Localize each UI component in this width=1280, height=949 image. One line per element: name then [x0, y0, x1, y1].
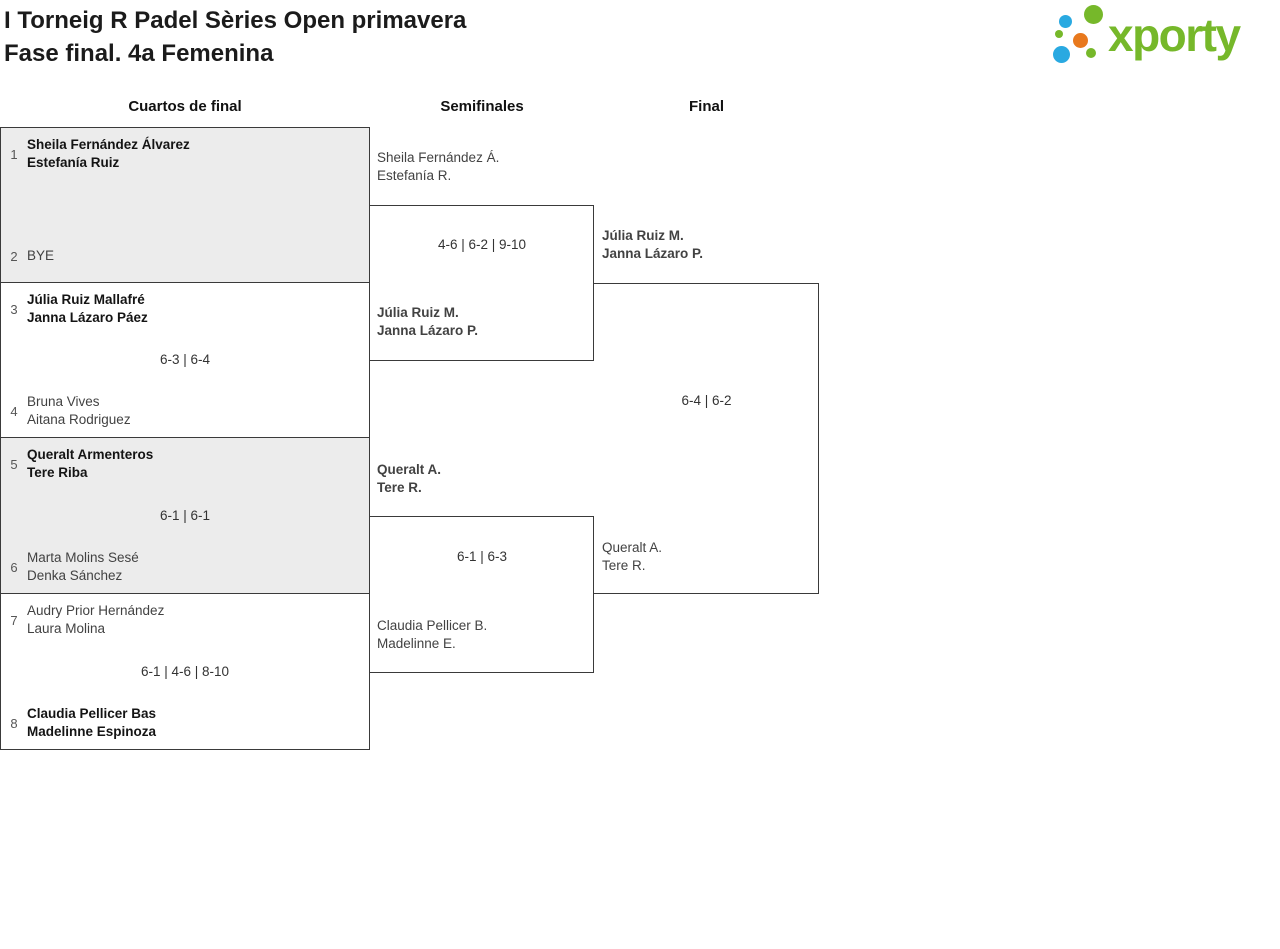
- final-match-box: [594, 283, 819, 594]
- semifinal-match-1-box: [370, 205, 594, 361]
- round-header-final: Final: [688, 98, 724, 115]
- player-name: Claudia Pellicer Bas: [27, 706, 157, 721]
- logo-dot-icon: [1073, 33, 1088, 48]
- seed-number: 5: [10, 456, 18, 472]
- team-row: 8 Claudia Pellicer Bas Madelinne Espinoz…: [1, 705, 369, 741]
- page-title-line1: I Torneig R Padel Sèries Open primavera: [4, 7, 467, 34]
- match-score: 6-1 | 6-1: [159, 507, 211, 523]
- logo-wordmark: xporty: [1108, 9, 1241, 61]
- player-name: Tere Riba: [27, 465, 88, 480]
- team-names: Júlia Ruiz Mallafré Janna Lázaro Páez: [27, 291, 148, 327]
- team-names: BYE: [27, 238, 54, 274]
- player-name: Sheila Fernández Álvarez: [27, 137, 190, 152]
- player-name: Marta Molins Sesé: [27, 550, 139, 565]
- team-names: Sheila Fernández Álvarez Estefanía Ruiz: [27, 136, 190, 172]
- logo-dot-icon: [1055, 30, 1063, 38]
- player-name: Estefanía R.: [377, 168, 452, 183]
- team-row: 1 Sheila Fernández Álvarez Estefanía Rui…: [1, 136, 369, 172]
- player-name: Júlia Ruiz M.: [602, 228, 684, 243]
- player-name: Janna Lázaro Páez: [27, 310, 148, 325]
- match-score: 6-4 | 6-2: [681, 393, 732, 408]
- player-name: Laura Molina: [27, 621, 106, 636]
- player-name: Tere R.: [377, 480, 422, 495]
- seed-number: 3: [10, 301, 18, 317]
- seed-number: 8: [10, 715, 18, 731]
- player-name: BYE: [27, 248, 55, 263]
- logo-dot-icon: [1086, 48, 1096, 58]
- player-name: Júlia Ruiz Mallafré: [27, 292, 145, 307]
- quarterfinal-match-1: 1 Sheila Fernández Álvarez Estefanía Rui…: [0, 127, 370, 283]
- team-row: 2 BYE: [1, 238, 369, 274]
- semifinal-match-2-box: [370, 516, 594, 673]
- team-names: Claudia Pellicer B. Madelinne E.: [377, 617, 487, 653]
- team-row: 7 Audry Prior Hernández Laura Molina: [1, 602, 369, 638]
- player-name: Tere R.: [602, 558, 646, 573]
- team-names: Queralt A. Tere R.: [377, 461, 441, 497]
- player-name: Queralt A.: [602, 540, 663, 555]
- team-row: 5 Queralt Armenteros Tere Riba: [1, 446, 369, 482]
- seed-number: 1: [10, 146, 18, 162]
- team-names: Bruna Vives Aitana Rodriguez: [27, 393, 131, 429]
- match-score: 4-6 | 6-2 | 9-10: [437, 237, 527, 252]
- player-name: Janna Lázaro P.: [377, 323, 479, 338]
- player-name: Audry Prior Hernández: [27, 603, 165, 618]
- seed-number: 4: [10, 403, 18, 419]
- player-name: Madelinne E.: [377, 636, 456, 651]
- seed-number: 6: [10, 559, 18, 575]
- page-title: I Torneig R Padel Sèries Open primavera …: [4, 4, 466, 70]
- seed-number: 2: [10, 248, 18, 264]
- round-header-quarterfinals: Cuartos de final: [128, 98, 242, 115]
- player-name: Júlia Ruiz M.: [377, 305, 459, 320]
- xporty-logo: xporty: [1050, 0, 1278, 72]
- page-title-line2: Fase final. 4a Femenina: [4, 40, 274, 67]
- quarterfinal-match-3: 5 Queralt Armenteros Tere Riba 6-1 | 6-1…: [0, 437, 370, 594]
- match-score: 6-1 | 4-6 | 8-10: [140, 663, 230, 679]
- team-row: 6 Marta Molins Sesé Denka Sánchez: [1, 549, 369, 585]
- player-name: Estefanía Ruiz: [27, 155, 120, 170]
- team-names: Sheila Fernández Á. Estefanía R.: [377, 149, 499, 185]
- team-row: 3 Júlia Ruiz Mallafré Janna Lázaro Páez: [1, 291, 369, 327]
- logo-dot-icon: [1053, 46, 1070, 63]
- team-names: Audry Prior Hernández Laura Molina: [27, 602, 164, 638]
- quarterfinal-match-2: 3 Júlia Ruiz Mallafré Janna Lázaro Páez …: [0, 282, 370, 438]
- team-names: Queralt A. Tere R.: [602, 539, 662, 575]
- logo-dot-icon: [1084, 5, 1103, 24]
- player-name: Denka Sánchez: [27, 568, 123, 583]
- round-header-semifinals: Semifinales: [440, 98, 524, 115]
- seed-number: 7: [10, 612, 18, 628]
- match-score: 6-3 | 6-4: [159, 352, 211, 367]
- quarterfinal-match-4: 7 Audry Prior Hernández Laura Molina 6-1…: [0, 593, 370, 750]
- logo-dot-icon: [1059, 15, 1072, 28]
- team-names: Júlia Ruiz M. Janna Lázaro P.: [377, 304, 478, 340]
- player-name: Queralt Armenteros: [27, 447, 154, 462]
- player-name: Claudia Pellicer B.: [377, 618, 488, 633]
- team-names: Queralt Armenteros Tere Riba: [27, 446, 153, 482]
- match-score: 6-1 | 6-3: [456, 549, 508, 564]
- player-name: Bruna Vives: [27, 394, 100, 409]
- player-name: Madelinne Espinoza: [27, 724, 157, 739]
- player-name: Queralt A.: [377, 462, 442, 477]
- player-name: Aitana Rodriguez: [27, 412, 131, 427]
- team-names: Júlia Ruiz M. Janna Lázaro P.: [602, 227, 703, 263]
- team-names: Claudia Pellicer Bas Madelinne Espinoza: [27, 705, 156, 741]
- player-name: Janna Lázaro P.: [602, 246, 704, 261]
- team-names: Marta Molins Sesé Denka Sánchez: [27, 549, 139, 585]
- team-row: 4 Bruna Vives Aitana Rodriguez: [1, 393, 369, 429]
- player-name: Sheila Fernández Á.: [377, 150, 500, 165]
